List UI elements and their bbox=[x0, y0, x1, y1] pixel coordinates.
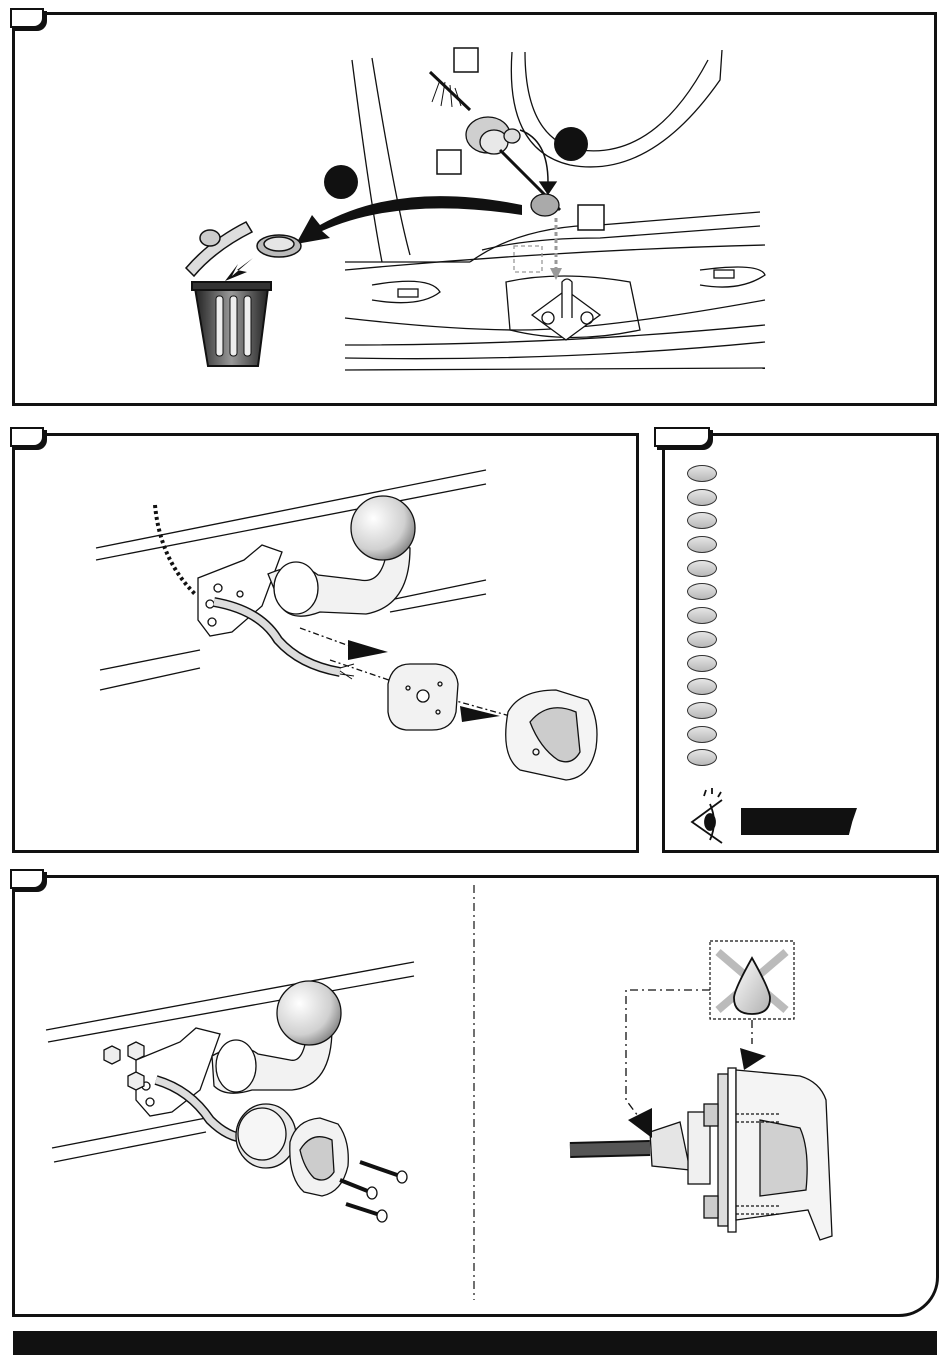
legend-marker bbox=[687, 583, 717, 600]
seal-detail-illustration bbox=[570, 990, 832, 1240]
into-bin-arrow bbox=[225, 258, 253, 281]
callout-box-1 bbox=[454, 48, 478, 72]
discard-arrow bbox=[296, 196, 522, 244]
direction-arrow-2 bbox=[460, 706, 500, 722]
step-3-illustration bbox=[46, 962, 414, 1222]
legend-marker bbox=[687, 489, 717, 506]
eye-icon bbox=[692, 788, 722, 843]
legend-marker bbox=[687, 702, 717, 719]
legend-marker bbox=[687, 607, 717, 624]
legend-marker bbox=[687, 678, 717, 695]
legend-marker bbox=[687, 631, 717, 648]
trash-bin-icon bbox=[192, 282, 271, 366]
blanking-cap bbox=[186, 222, 301, 276]
legend-marker bbox=[687, 465, 717, 482]
legend-label-bar bbox=[741, 808, 857, 835]
step-marker-a bbox=[324, 165, 358, 199]
legend-marker bbox=[687, 536, 717, 553]
seal-arrow-1 bbox=[628, 1108, 652, 1138]
direction-arrow-1 bbox=[348, 640, 388, 660]
seal-arrow-2 bbox=[740, 1048, 766, 1070]
legend-marker bbox=[687, 749, 717, 766]
callout-box-2 bbox=[437, 150, 461, 174]
legend-marker bbox=[687, 726, 717, 743]
footer-bar bbox=[13, 1331, 937, 1355]
legend-marker bbox=[687, 512, 717, 529]
legend-marker bbox=[687, 560, 717, 577]
legend-list bbox=[687, 465, 717, 773]
step-marker-b bbox=[554, 127, 588, 161]
callout-box-3 bbox=[578, 205, 604, 230]
legend-marker bbox=[687, 655, 717, 672]
step-2-illustration bbox=[96, 470, 597, 780]
no-liquid-icon bbox=[710, 941, 794, 1019]
